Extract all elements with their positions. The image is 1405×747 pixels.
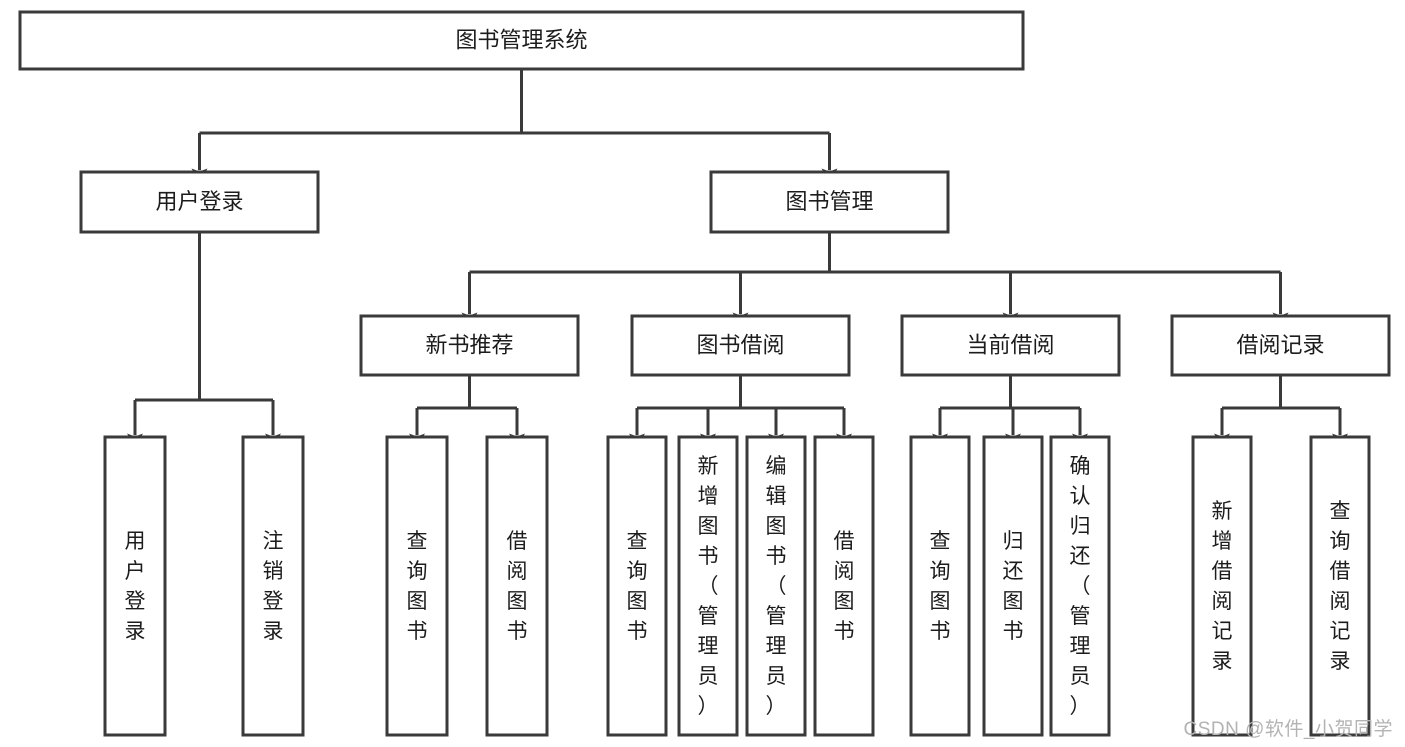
node-book-manage-box[interactable]	[709, 170, 950, 234]
node-leaf-query-book-1[interactable]: 查询图书	[385, 435, 449, 737]
node-leaf-add-book-box[interactable]	[677, 435, 739, 737]
node-leaf-user-login-box[interactable]	[103, 435, 167, 737]
node-new-book-recommend[interactable]: 新书推荐	[359, 314, 580, 377]
node-leaf-query-book-3-label: 查询图书	[930, 530, 951, 643]
node-leaf-edit-book[interactable]: 编辑图书（管理员）	[745, 435, 807, 737]
node-leaf-borrow-book-2-box[interactable]	[813, 435, 875, 737]
node-current-borrow[interactable]: 当前借阅	[900, 314, 1121, 377]
node-leaf-user-logout-box[interactable]	[241, 435, 305, 737]
csdn-watermark: CSDN @软件_小贺同学	[1183, 719, 1393, 740]
node-layer: 图书管理系统用户登录图书管理新书推荐图书借阅当前借阅借阅记录用户登录注销登录查询…	[18, 10, 1391, 737]
connector-layer	[127, 69, 1348, 448]
node-book-borrow[interactable]: 图书借阅	[630, 314, 851, 377]
node-leaf-add-record-box[interactable]	[1191, 435, 1253, 737]
node-leaf-add-record-label: 新增借阅记录	[1212, 500, 1233, 673]
node-leaf-query-book-2-box[interactable]	[606, 435, 668, 737]
node-book-manage-label: 图书管理	[785, 189, 873, 214]
node-current-borrow-label: 当前借阅	[966, 332, 1054, 357]
node-leaf-user-login[interactable]: 用户登录	[103, 435, 167, 737]
node-leaf-query-record[interactable]: 查询借阅记录	[1309, 435, 1371, 737]
node-leaf-edit-book-label: 编辑图书（管理员）	[766, 455, 787, 718]
node-leaf-borrow-book-2[interactable]: 借阅图书	[813, 435, 875, 737]
node-root[interactable]: 图书管理系统	[18, 10, 1025, 71]
node-leaf-confirm-return-box[interactable]	[1049, 435, 1111, 737]
node-book-borrow-box[interactable]	[630, 314, 851, 377]
node-borrow-record[interactable]: 借阅记录	[1170, 314, 1391, 377]
node-leaf-user-login-label: 用户登录	[125, 530, 146, 643]
node-borrow-record-label: 借阅记录	[1236, 332, 1324, 357]
node-leaf-query-book-2-label: 查询图书	[627, 530, 648, 643]
node-leaf-confirm-return[interactable]: 确认归还（管理员）	[1049, 435, 1111, 737]
node-leaf-add-book-label: 新增图书（管理员）	[698, 455, 719, 718]
node-leaf-user-logout-label: 注销登录	[263, 530, 284, 643]
node-leaf-borrow-book-1-label: 借阅图书	[507, 530, 528, 643]
node-leaf-return-book-label: 归还图书	[1003, 530, 1024, 643]
node-leaf-edit-book-box[interactable]	[745, 435, 807, 737]
node-leaf-borrow-book-2-label: 借阅图书	[834, 530, 855, 643]
node-book-manage[interactable]: 图书管理	[709, 170, 950, 234]
node-user-login[interactable]: 用户登录	[79, 170, 320, 234]
node-new-book-recommend-label: 新书推荐	[425, 332, 513, 357]
node-leaf-query-book-2[interactable]: 查询图书	[606, 435, 668, 737]
node-leaf-confirm-return-label: 确认归还（管理员）	[1070, 455, 1091, 718]
node-leaf-query-book-1-label: 查询图书	[407, 530, 428, 643]
node-leaf-query-book-3-box[interactable]	[909, 435, 971, 737]
node-leaf-borrow-book-1-box[interactable]	[485, 435, 549, 737]
node-leaf-add-book[interactable]: 新增图书（管理员）	[677, 435, 739, 737]
node-leaf-query-record-label: 查询借阅记录	[1330, 500, 1351, 673]
node-root-box[interactable]	[18, 10, 1025, 71]
node-borrow-record-box[interactable]	[1170, 314, 1391, 377]
node-book-borrow-label: 图书借阅	[696, 332, 784, 357]
node-leaf-query-record-box[interactable]	[1309, 435, 1371, 737]
node-root-label: 图书管理系统	[455, 27, 587, 52]
node-leaf-return-book[interactable]: 归还图书	[982, 435, 1044, 737]
node-leaf-return-book-box[interactable]	[982, 435, 1044, 737]
node-new-book-recommend-box[interactable]	[359, 314, 580, 377]
node-current-borrow-box[interactable]	[900, 314, 1121, 377]
node-leaf-user-logout[interactable]: 注销登录	[241, 435, 305, 737]
node-leaf-query-book-3[interactable]: 查询图书	[909, 435, 971, 737]
node-leaf-query-book-1-box[interactable]	[385, 435, 449, 737]
node-leaf-add-record[interactable]: 新增借阅记录	[1191, 435, 1253, 737]
node-leaf-borrow-book-1[interactable]: 借阅图书	[485, 435, 549, 737]
node-user-login-label: 用户登录	[155, 189, 243, 214]
node-user-login-box[interactable]	[79, 170, 320, 234]
